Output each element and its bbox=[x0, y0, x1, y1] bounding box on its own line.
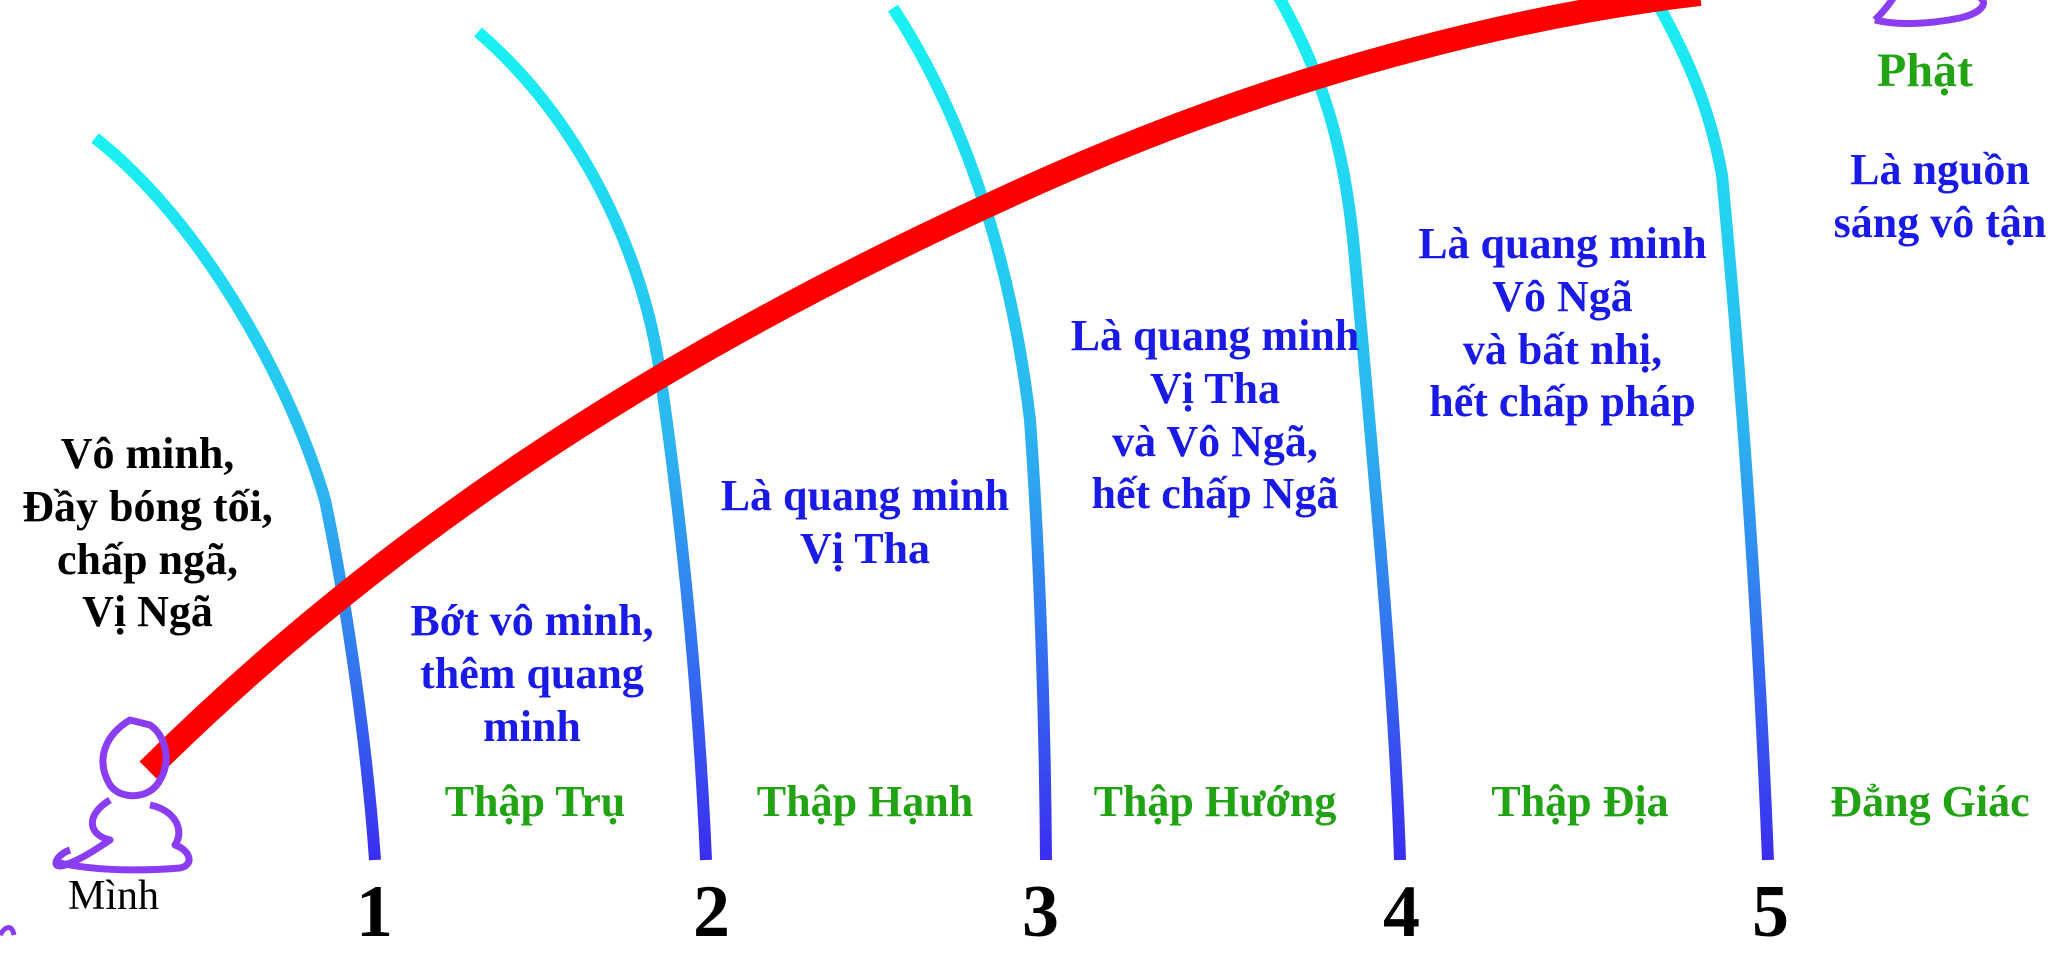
stage-description-line: Vị Tha bbox=[799, 523, 931, 573]
stage-description-line: hết chấp pháp bbox=[1429, 377, 1696, 427]
stage-description-line: Là quang minh bbox=[1418, 219, 1707, 268]
self-label: Mình bbox=[68, 873, 160, 919]
stage-1-description: Bớt vô minh, thêm quang minh bbox=[392, 595, 672, 753]
stage-description-line: hết chấp Ngã bbox=[1091, 469, 1339, 519]
stage-2-number: 2 bbox=[693, 871, 730, 953]
meditating-figure-icon bbox=[52, 716, 193, 874]
goal-label: Phật bbox=[1877, 44, 1973, 97]
goal-description-line: sáng vô tận bbox=[1833, 197, 2047, 247]
stage-description-line: và Vô Ngã, bbox=[1112, 416, 1318, 466]
stage-description-line: Vô Ngã bbox=[1492, 271, 1633, 321]
stage-4-number: 4 bbox=[1383, 871, 1420, 953]
stage-description-line: Là quang minh bbox=[720, 471, 1010, 520]
stage-description-line: thêm quang bbox=[420, 648, 644, 698]
stage-boundary-arc-5 bbox=[1648, 0, 1774, 861]
self-description-line: Đầy bóng tối, bbox=[22, 481, 273, 531]
stage-3-name: Thập Hướng bbox=[1093, 777, 1337, 826]
decorative-corner-stroke bbox=[0, 925, 17, 937]
stage-1-number: 1 bbox=[356, 871, 393, 953]
stage-3-number: 3 bbox=[1022, 871, 1059, 953]
goal-description: Là nguồn sáng vô tận bbox=[1820, 144, 2060, 250]
stage-4-description: Là quang minh Vô Ngã và bất nhị, hết chấ… bbox=[1405, 218, 1720, 429]
stage-description-line: minh bbox=[483, 701, 581, 751]
self-description-line: Vô minh, bbox=[60, 429, 235, 478]
buddha-figure-icon bbox=[1872, 0, 1987, 27]
stage-5-number: 5 bbox=[1752, 871, 1789, 953]
stage-3-description: Là quang minh Vị Tha và Vô Ngã, hết chấp… bbox=[1055, 310, 1375, 521]
stage-description-line: Là quang minh bbox=[1070, 311, 1360, 360]
stage-description-line: và bất nhị, bbox=[1462, 324, 1663, 374]
stage-5-name: Đẳng Giác bbox=[1830, 777, 2030, 826]
stage-2-name: Thập Hạnh bbox=[756, 777, 974, 826]
progress-path-arrow bbox=[139, 0, 1702, 779]
stage-4-name: Thập Địa bbox=[1491, 777, 1669, 826]
stage-1-name: Thập Trụ bbox=[444, 777, 626, 826]
stage-boundary-arc-1 bbox=[91, 133, 381, 861]
self-description-line: Vị Ngã bbox=[82, 587, 213, 637]
self-description-line: chấp ngã, bbox=[57, 534, 238, 584]
goal-description-line: Là nguồn bbox=[1850, 145, 2030, 194]
stage-2-description: Là quang minh Vị Tha bbox=[705, 470, 1025, 576]
stage-boundary-arc-3 bbox=[887, 4, 1052, 861]
stage-description-line: Bớt vô minh, bbox=[410, 596, 654, 645]
stage-description-line: Vị Tha bbox=[1149, 363, 1281, 413]
self-description: Vô minh, Đầy bóng tối, chấp ngã, Vị Ngã bbox=[10, 428, 285, 639]
